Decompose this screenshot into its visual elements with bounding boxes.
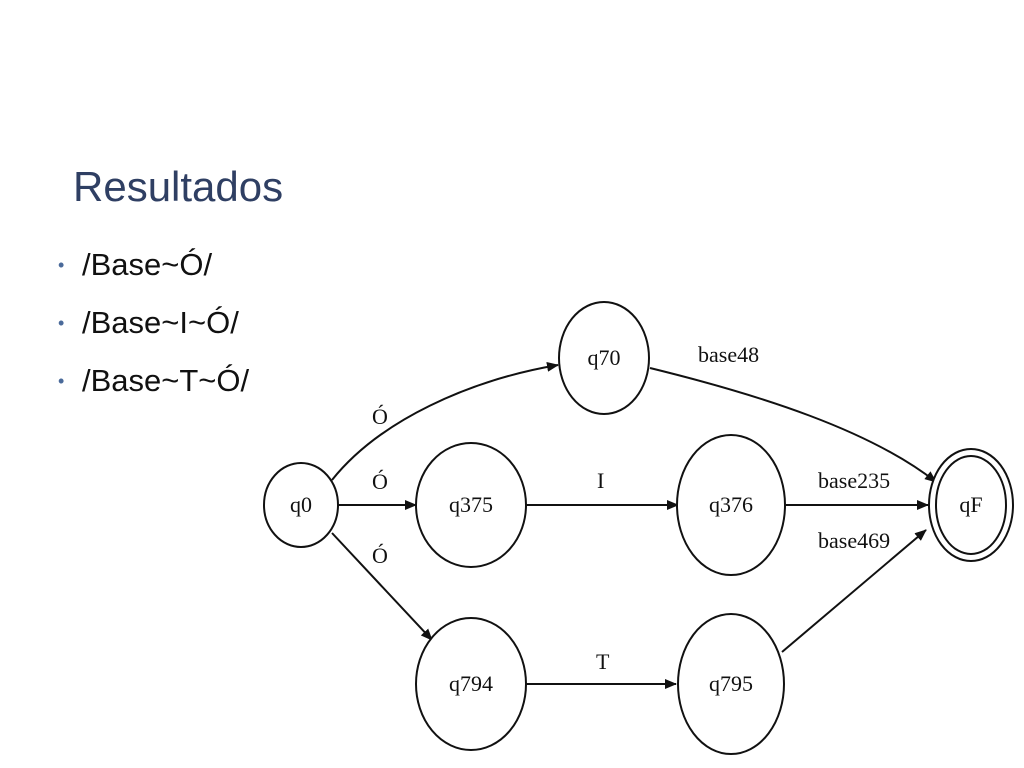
bullet-dot-icon: • (58, 312, 65, 333)
node-label: q795 (709, 671, 753, 696)
edge-label: base235 (818, 468, 890, 493)
bullet-list: • /Base~Ó/ • /Base~I~Ó/ • /Base~T~Ó/ (58, 236, 249, 410)
bullet-text: /Base~T~Ó/ (82, 363, 250, 398)
node-q376: q376 (676, 434, 786, 576)
slide-title: Resultados (73, 163, 284, 210)
bullet-item: • /Base~T~Ó/ (58, 352, 249, 410)
node-q795: q795 (677, 613, 785, 755)
edge-label: base469 (818, 528, 890, 553)
bullet-dot-icon: • (58, 254, 65, 275)
edge-label: Ó (372, 469, 388, 494)
node-q70: q70 (558, 301, 650, 415)
node-q0: q0 (263, 462, 339, 548)
bullet-text: /Base~Ó/ (82, 247, 213, 282)
edges (331, 361, 937, 689)
edge-label: Ó (372, 543, 388, 568)
node-q375: q375 (415, 442, 527, 568)
nodes: q0 q70 q375 q376 q794 q795 (263, 301, 1014, 755)
edge-q0-q70 (331, 361, 559, 481)
edge-label: I (597, 468, 604, 493)
node-label: q70 (588, 345, 621, 370)
node-label: q794 (449, 671, 493, 696)
edge-label: base48 (698, 342, 759, 367)
node-label: qF (959, 492, 982, 517)
bullet-dot-icon: • (58, 370, 65, 391)
node-label: q376 (709, 492, 753, 517)
bullet-item: • /Base~I~Ó/ (58, 294, 249, 352)
edge-label: T (596, 649, 610, 674)
node-label: q375 (449, 492, 493, 517)
edge-labels: Ó Ó Ó base48 I base235 T base469 (372, 342, 890, 674)
edge-q0-q794 (331, 532, 433, 641)
bullet-text: /Base~I~Ó/ (82, 305, 239, 340)
node-label: q0 (290, 492, 312, 517)
edge-q795-qF (781, 529, 927, 653)
bullet-item: • /Base~Ó/ (58, 236, 249, 294)
edge-label: Ó (372, 404, 388, 429)
node-qF: qF (928, 448, 1014, 562)
node-q794: q794 (415, 617, 527, 751)
edge-q70-qF (649, 367, 937, 483)
